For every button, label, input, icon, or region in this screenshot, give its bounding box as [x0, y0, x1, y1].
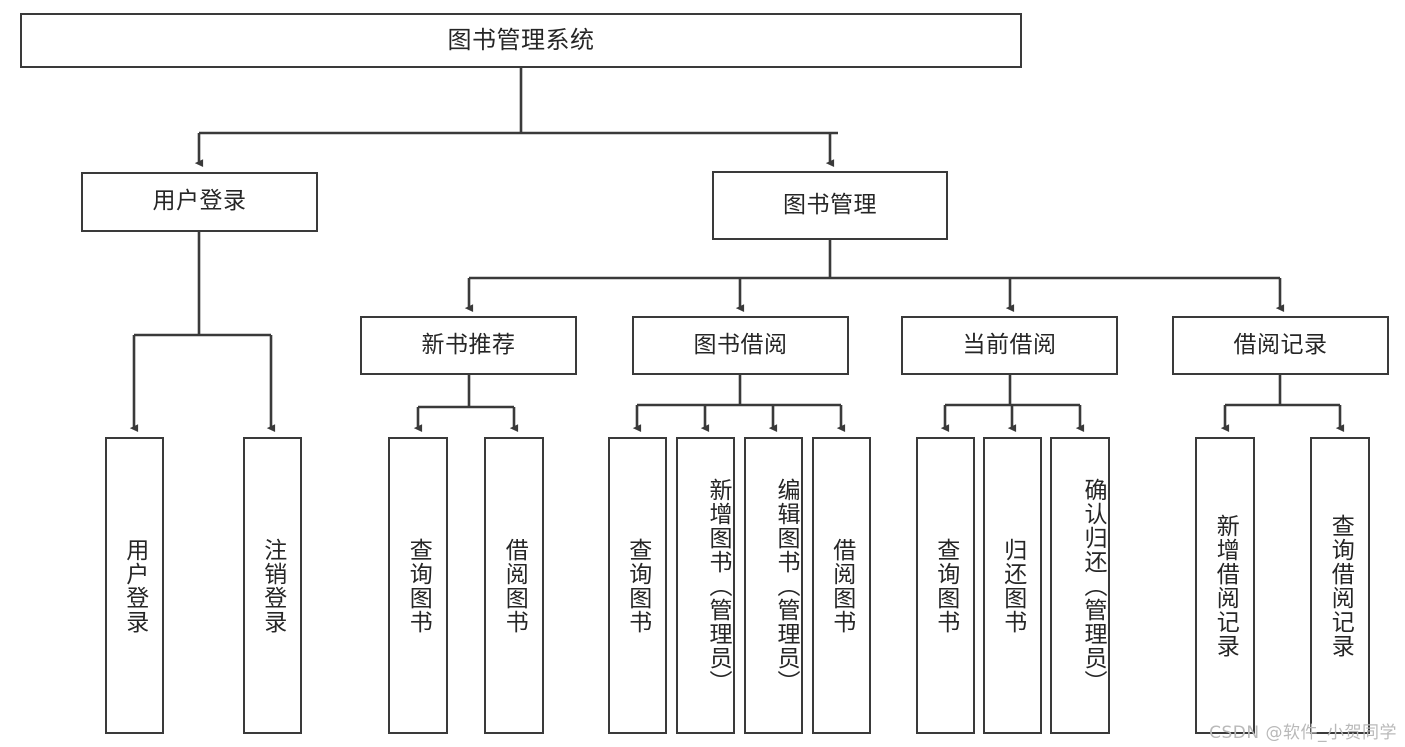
node-current-borrow[interactable]: 当前借阅	[901, 316, 1118, 375]
leaf-user-logout-label: 注销登录	[259, 537, 286, 634]
leaf-user-login[interactable]: 用户登录	[105, 437, 164, 734]
leaf-user-logout[interactable]: 注销登录	[243, 437, 302, 734]
leaf-query-book-3[interactable]: 查询图书	[916, 437, 975, 734]
leaf-user-login-label: 用户登录	[121, 537, 148, 634]
node-borrow-record[interactable]: 借阅记录	[1172, 316, 1389, 375]
node-new-book-recommend[interactable]: 新书推荐	[360, 316, 577, 375]
leaf-add-book[interactable]: 新增图书（管理员）	[676, 437, 735, 734]
leaf-query-record-label: 查询借阅记录	[1327, 513, 1354, 658]
leaf-query-book-1-label: 查询图书	[405, 537, 432, 634]
leaf-edit-book-label: 编辑图书（管理员）	[773, 477, 799, 694]
node-user-login[interactable]: 用户登录	[81, 172, 318, 232]
leaf-borrow-book-2-label: 借阅图书	[828, 537, 855, 634]
leaf-query-book-1[interactable]: 查询图书	[388, 437, 448, 734]
leaf-query-book-2[interactable]: 查询图书	[608, 437, 667, 734]
leaf-return-book[interactable]: 归还图书	[983, 437, 1042, 734]
node-book-borrow[interactable]: 图书借阅	[632, 316, 849, 375]
node-root-system[interactable]: 图书管理系统	[20, 13, 1022, 68]
node-book-manage[interactable]: 图书管理	[712, 171, 948, 240]
leaf-query-record[interactable]: 查询借阅记录	[1310, 437, 1370, 734]
leaf-borrow-book-1-label: 借阅图书	[501, 537, 528, 634]
leaf-confirm-return-label: 确认归还（管理员）	[1080, 477, 1106, 694]
leaf-return-book-label: 归还图书	[999, 537, 1026, 634]
leaf-add-record[interactable]: 新增借阅记录	[1195, 437, 1255, 734]
leaf-confirm-return[interactable]: 确认归还（管理员）	[1050, 437, 1110, 734]
leaf-edit-book[interactable]: 编辑图书（管理员）	[744, 437, 803, 734]
leaf-add-record-label: 新增借阅记录	[1212, 513, 1239, 658]
leaf-query-book-3-label: 查询图书	[932, 537, 959, 634]
leaf-add-book-label: 新增图书（管理员）	[705, 477, 731, 694]
watermark-credit: CSDN @软件_小贺同学	[1209, 723, 1397, 743]
leaf-borrow-book-1[interactable]: 借阅图书	[484, 437, 544, 734]
leaf-borrow-book-2[interactable]: 借阅图书	[812, 437, 871, 734]
leaf-query-book-2-label: 查询图书	[624, 537, 651, 634]
